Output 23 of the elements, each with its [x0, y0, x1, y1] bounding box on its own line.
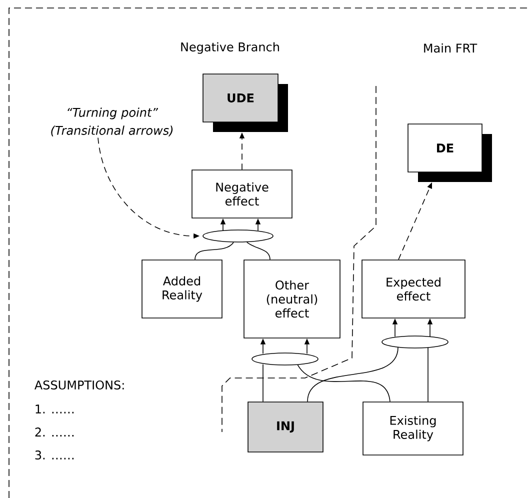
list-item: 1. ……	[36, 404, 74, 414]
connector-line	[246, 242, 270, 260]
ellipse-junction	[382, 336, 448, 348]
shadowed-box: DE	[408, 124, 492, 182]
ellipse-junction	[202, 230, 274, 242]
section-heading: Negative Branch	[181, 42, 279, 54]
effect-box: Negative effect	[192, 170, 292, 218]
connector-line	[297, 364, 390, 402]
connector-line	[194, 242, 234, 260]
shadowed-box: UDE	[202, 74, 288, 132]
assumptions-heading: ASSUMPTIONS:	[34, 380, 124, 390]
connector-line	[307, 347, 398, 402]
section-heading: Main FRT	[424, 43, 478, 53]
effect-box: Expected effect	[362, 260, 466, 318]
effect-box: Existing Reality	[362, 402, 464, 456]
connector-line	[262, 364, 264, 402]
effect-box: Added Reality	[142, 260, 222, 318]
injection-box: INJ	[248, 402, 324, 452]
annotation-text: “Turning point” (Transitional arrows)	[51, 108, 173, 136]
list-item: 2. ……	[35, 428, 74, 436]
ellipse-junction	[252, 352, 318, 366]
effect-box: Other (neutral) effect	[244, 260, 340, 338]
list-item: 3. ……	[35, 450, 74, 460]
